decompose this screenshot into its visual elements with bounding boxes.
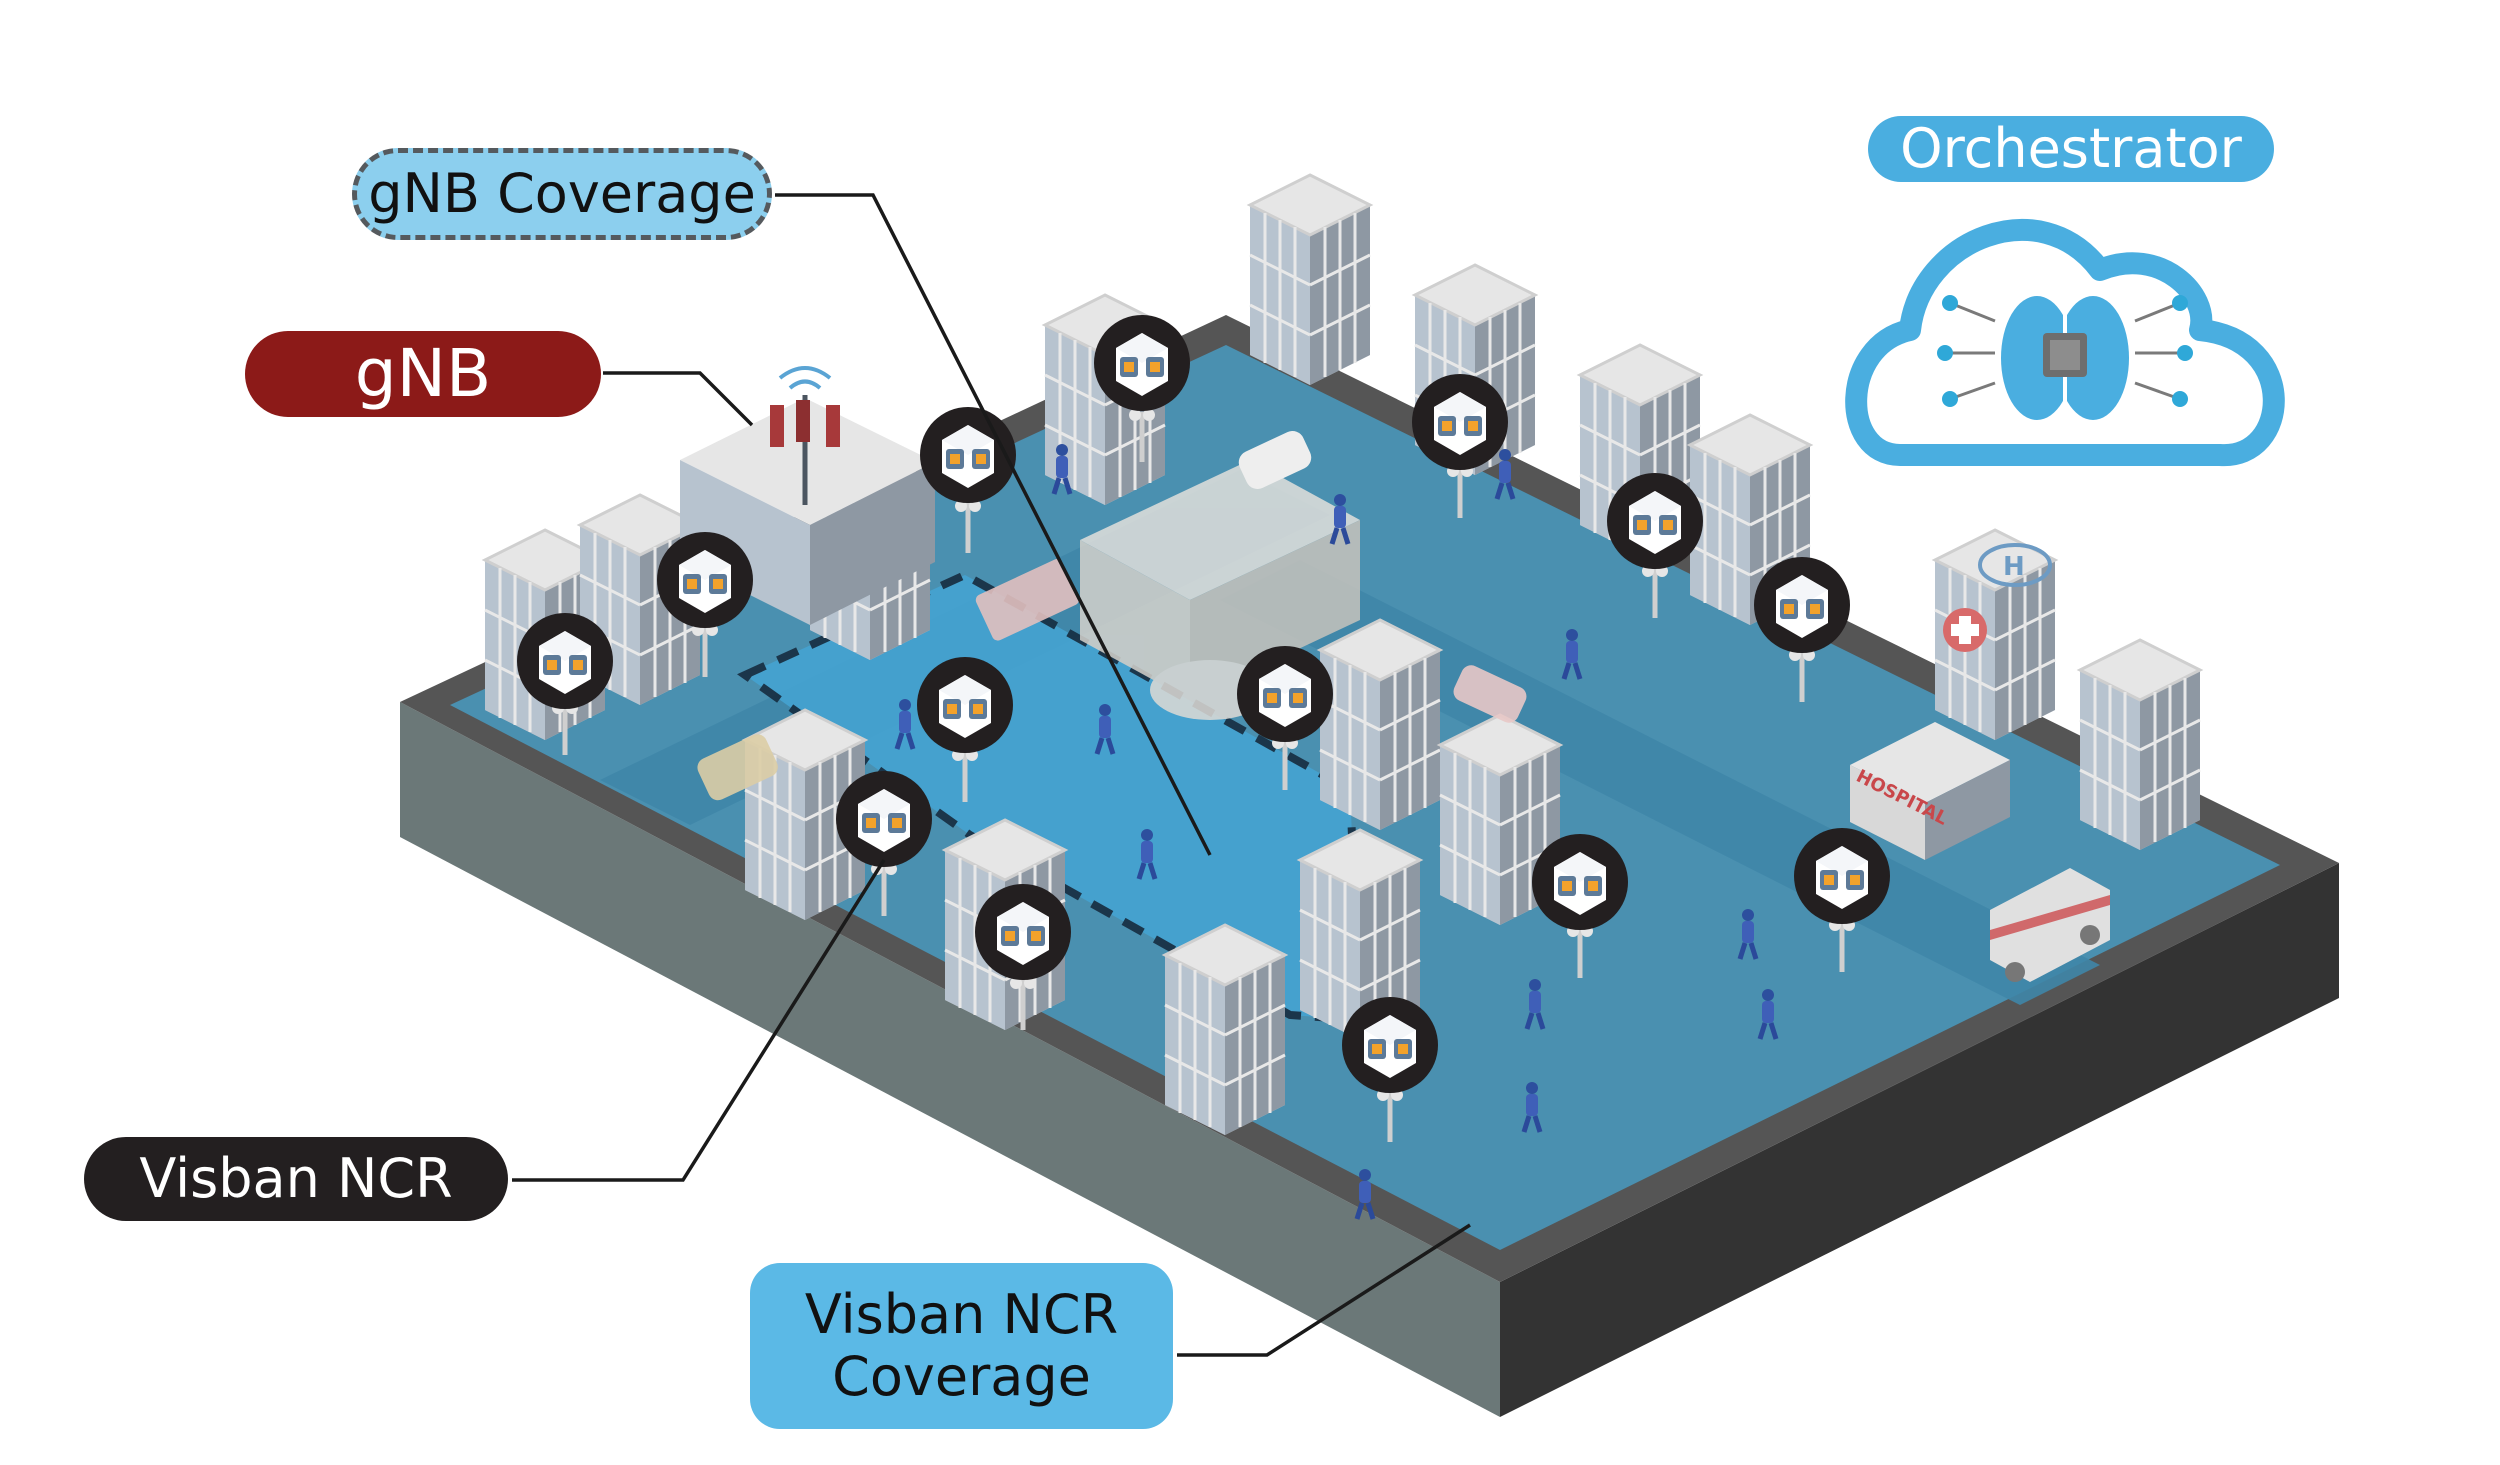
leader-visban-ncr [512, 859, 886, 1182]
visban-ncr-label: Visban NCR [84, 1137, 508, 1221]
ncr-node-icon[interactable] [1237, 646, 1333, 742]
gnb-coverage-label: gNB Coverage [352, 148, 772, 240]
ncr-node-icon[interactable] [1094, 315, 1190, 411]
visban-ncr-coverage-text-line1: Visban NCR [804, 1282, 1119, 1346]
ncr-node-icon[interactable] [920, 407, 1016, 503]
ncr-node-icon[interactable] [975, 884, 1071, 980]
helipad-icon [1978, 543, 2052, 587]
platform-side-left [400, 702, 1500, 1417]
visban-ncr-text: Visban NCR [139, 1146, 453, 1210]
visban-ncr-coverage-text-line2: Coverage [832, 1345, 1091, 1408]
ncr-node-icon[interactable] [917, 657, 1013, 753]
car [1238, 431, 1312, 489]
ncr-node-icon[interactable] [657, 532, 753, 628]
gnb-coverage-text: gNB Coverage [368, 161, 756, 225]
ncr-node-icon[interactable] [1754, 557, 1850, 653]
chip-icon [2043, 333, 2087, 377]
network-nodes [1937, 295, 2193, 407]
ncr-node-icon[interactable] [1342, 997, 1438, 1093]
ncr-node-icon[interactable] [1607, 473, 1703, 569]
platform-side-right [1500, 863, 2339, 1417]
leader-lines [512, 193, 1471, 1357]
visban-ncr-coverage-label: Visban NCR Coverage [750, 1263, 1173, 1429]
ambulance [1990, 868, 2110, 982]
gnb-text: gNB [354, 335, 492, 413]
hospital: HOSPITAL H [1850, 528, 2202, 860]
ncr-node-icon[interactable] [517, 613, 613, 709]
city-hall [1080, 460, 1360, 720]
building [1248, 173, 1372, 387]
vehicles [697, 431, 1527, 801]
pickup-truck [697, 734, 778, 801]
car [1453, 665, 1527, 723]
ncr-node-icon[interactable] [1412, 374, 1508, 470]
building [1318, 618, 1442, 832]
building [1163, 923, 1287, 1137]
gnb-tower-icon [680, 366, 935, 625]
orchestrator-text: Orchestrator [1900, 116, 2242, 180]
ncr-node-icon[interactable] [1794, 828, 1890, 924]
fire-truck [975, 559, 1080, 641]
helipad-label: H [2003, 552, 2025, 582]
ncr-node-icon[interactable] [836, 771, 932, 867]
orchestrator-cloud-icon [1845, 219, 2285, 467]
ncr-node-icon[interactable] [1532, 834, 1628, 930]
leader-visban-ncr-coverage [1177, 1223, 1471, 1357]
leader-gnb [603, 371, 754, 427]
orchestrator-label: Orchestrator [1868, 116, 2274, 182]
gnb-label: gNB [245, 331, 601, 417]
leader-gnb-coverage [775, 193, 1212, 856]
